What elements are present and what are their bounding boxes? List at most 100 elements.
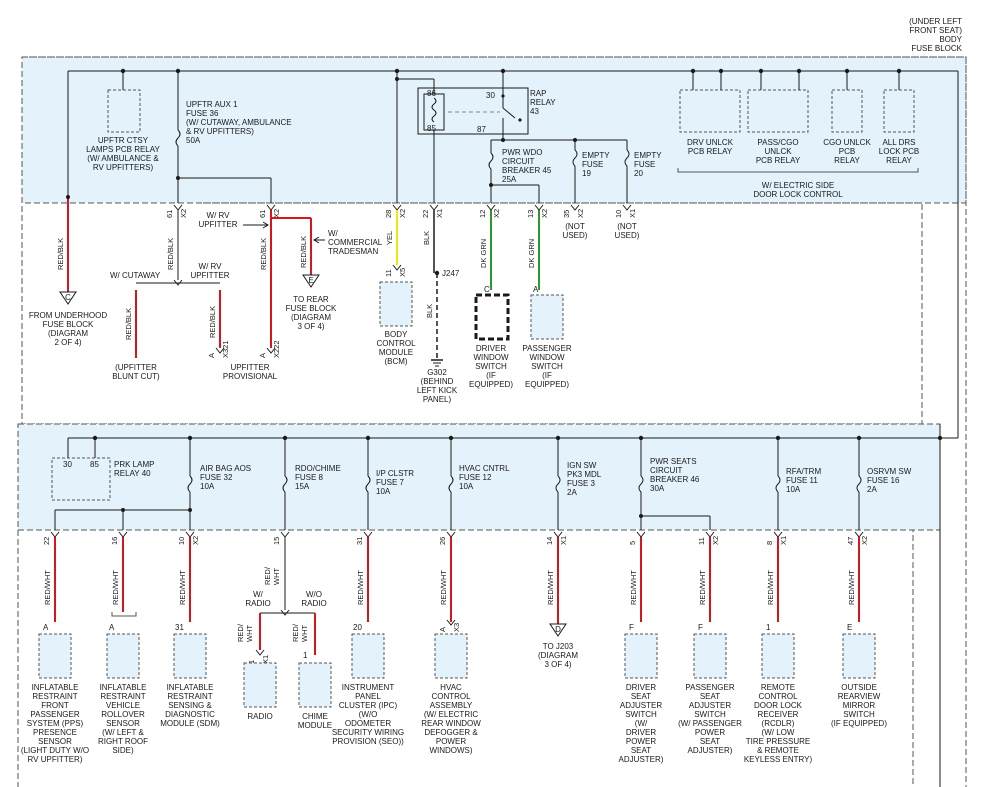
red-wht-label-chime: RED/ WHT <box>291 623 309 642</box>
svg-text:X2: X2 <box>711 536 720 545</box>
svg-text:(BEHIND: (BEHIND <box>421 377 454 386</box>
passenger-seat-label: PASSENGER SEAT ADJUSTER SWITCH (W/ PASSE… <box>678 683 742 755</box>
svg-text:CHIME: CHIME <box>302 712 328 721</box>
ipc-label: INSTRUMENT PANEL CLUSTER (IPC) (W/O ODOM… <box>332 683 404 746</box>
svg-text:DOOR LOCK: DOOR LOCK <box>754 701 803 710</box>
svg-text:26: 26 <box>438 537 447 545</box>
svg-text:FUSE 3: FUSE 3 <box>567 479 596 488</box>
svg-text:PCB: PCB <box>839 147 855 156</box>
sdm-label: INFLATABLE RESTRAINT SENSING & DIAGNOSTI… <box>160 683 220 728</box>
svg-text:TO REAR: TO REAR <box>293 295 329 304</box>
svg-text:22: 22 <box>421 210 430 218</box>
svg-text:YEL: YEL <box>385 231 394 245</box>
svg-text:WHT: WHT <box>272 568 281 585</box>
svg-text:X2: X2 <box>860 536 869 545</box>
svg-text:RV UPFITTERS): RV UPFITTERS) <box>93 163 154 172</box>
hvac-label: HVAC CONTROL ASSEMBLY (W/ ELECTRIC REAR … <box>421 683 481 755</box>
svg-text:X1: X1 <box>559 536 568 545</box>
chime-module <box>298 662 332 708</box>
pps-sensor <box>38 633 72 679</box>
svg-text:POWER: POWER <box>436 737 466 746</box>
svg-text:RED/BLK: RED/BLK <box>299 236 308 268</box>
svg-text:PASSENGER: PASSENGER <box>522 344 571 353</box>
j203-connector-icon <box>549 623 567 637</box>
svg-text:SWITCH: SWITCH <box>625 710 657 719</box>
svg-text:RED/BLK: RED/BLK <box>166 238 175 270</box>
svg-text:X5: X5 <box>398 268 407 277</box>
fuse-12-icon <box>448 475 454 493</box>
svg-text:UPFTR AUX 1: UPFTR AUX 1 <box>186 100 238 109</box>
svg-text:RED/WHT: RED/WHT <box>439 570 448 605</box>
hvac-control-assembly <box>434 633 468 679</box>
svg-text:DRIVER: DRIVER <box>476 344 506 353</box>
svg-text:(W/O: (W/O <box>359 710 378 719</box>
driver-window-switch <box>474 293 510 341</box>
svg-text:RED/: RED/ <box>291 623 300 642</box>
rap-relay <box>417 87 529 135</box>
svg-text:RED/: RED/ <box>263 566 272 585</box>
svg-text:61: 61 <box>258 210 267 218</box>
svg-text:X1: X1 <box>435 209 444 218</box>
upftr-ctsy-label: UPFTR CTSY LAMPS PCB RELAY (W/ AMBULANCE… <box>86 136 160 172</box>
svg-text:15: 15 <box>272 537 281 545</box>
top-harness-boundary <box>21 202 923 425</box>
svg-text:USED): USED) <box>615 231 640 240</box>
svg-text:RELAY: RELAY <box>886 156 912 165</box>
svg-text:13: 13 <box>526 210 535 218</box>
svg-text:2 OF 4): 2 OF 4) <box>54 338 81 347</box>
upftr-aux-fuse-label: UPFTR AUX 1 FUSE 36 (W/ CUTAWAY, AMBULAN… <box>186 100 292 145</box>
svg-text:(W/ LOW: (W/ LOW <box>762 728 795 737</box>
svg-text:LEFT KICK: LEFT KICK <box>417 386 458 395</box>
svg-text:FUSE BLOCK: FUSE BLOCK <box>286 304 337 313</box>
svg-text:FUSE 16: FUSE 16 <box>867 476 900 485</box>
svg-text:X2: X2 <box>191 536 200 545</box>
svg-text:20: 20 <box>634 169 643 178</box>
svg-text:RFA/TRM: RFA/TRM <box>786 467 821 476</box>
svg-text:UPFITTER: UPFITTER <box>198 220 237 229</box>
svg-text:SEAT: SEAT <box>631 692 651 701</box>
svg-text:28: 28 <box>384 210 393 218</box>
svg-text:UNLCK: UNLCK <box>764 147 792 156</box>
drv-unlck-pcb-relay <box>679 89 741 133</box>
svg-text:REARVIEW: REARVIEW <box>838 692 881 701</box>
svg-text:FUSE 36: FUSE 36 <box>186 109 219 118</box>
svg-text:RESTRAINT: RESTRAINT <box>100 692 145 701</box>
svg-text:DRIVER: DRIVER <box>626 728 656 737</box>
svg-text:FUSE BLOCK: FUSE BLOCK <box>911 44 962 53</box>
svg-text:DRIVER: DRIVER <box>626 683 656 692</box>
svg-text:PASS/CGO: PASS/CGO <box>757 138 798 147</box>
svg-text:PANEL): PANEL) <box>423 395 452 404</box>
svg-text:ADJUSTER): ADJUSTER) <box>688 746 733 755</box>
svg-text:DRV UNLCK: DRV UNLCK <box>687 138 734 147</box>
svg-text:RED/WHT: RED/WHT <box>847 570 856 605</box>
svg-text:LAMPS PCB RELAY: LAMPS PCB RELAY <box>86 145 160 154</box>
svg-text:RED/BLK: RED/BLK <box>208 306 217 338</box>
svg-text:ROLLOVER: ROLLOVER <box>101 710 145 719</box>
svg-text:MODULE (SDM): MODULE (SDM) <box>160 719 220 728</box>
svg-text:1: 1 <box>766 623 771 632</box>
svg-text:BREAKER 45: BREAKER 45 <box>502 166 552 175</box>
rcdlr-receiver <box>761 633 795 679</box>
driver-seat-label: DRIVER SEAT ADJUSTER SWITCH (W/ DRIVER P… <box>619 683 664 764</box>
osrvm-switch <box>842 633 876 679</box>
passenger-window-switch-label: PASSENGER WINDOW SWITCH (IF EQUIPPED) <box>522 344 571 389</box>
svg-text:19: 19 <box>582 169 591 178</box>
svg-text:ADJUSTER): ADJUSTER) <box>619 755 664 764</box>
svg-text:10A: 10A <box>376 487 391 496</box>
breaker-45-icon <box>488 152 494 170</box>
svg-text:INFLATABLE: INFLATABLE <box>100 683 147 692</box>
svg-text:PRK LAMP: PRK LAMP <box>114 460 154 469</box>
w-radio-label: W/ RADIO <box>245 590 270 608</box>
sdm-module <box>173 633 207 679</box>
hvac-cntrl-fuse-label: HVAC CNTRL FUSE 12 10A <box>459 464 510 491</box>
svg-text:RDO/CHIME: RDO/CHIME <box>295 464 341 473</box>
svg-text:WHT: WHT <box>300 625 309 642</box>
svg-text:W/ RV: W/ RV <box>199 262 223 271</box>
svg-text:USED): USED) <box>563 231 588 240</box>
svg-text:(UPFITTER: (UPFITTER <box>115 363 157 372</box>
rfa-trm-fuse-label: RFA/TRM FUSE 11 10A <box>786 467 821 494</box>
svg-text:(LIGHT DUTY W/O: (LIGHT DUTY W/O <box>21 746 89 755</box>
fuse-8-icon <box>282 475 288 493</box>
svg-text:TIRE PRESSURE: TIRE PRESSURE <box>746 737 810 746</box>
